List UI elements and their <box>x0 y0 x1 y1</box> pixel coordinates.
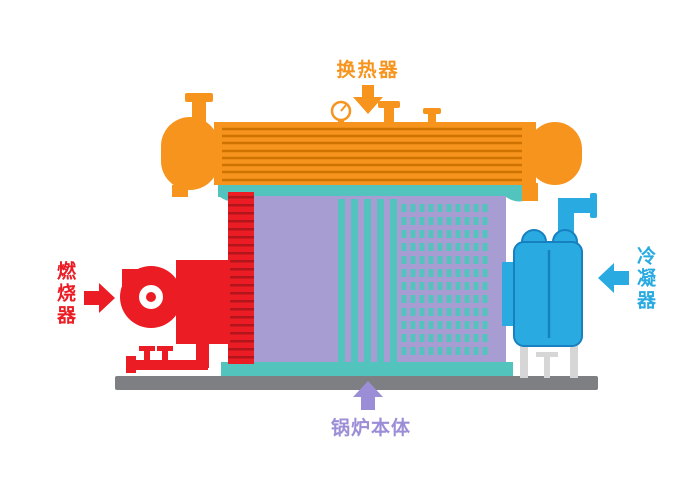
furnace-front-panel <box>228 192 254 364</box>
boiler-saddle <box>221 362 513 377</box>
heat-exchanger-label: 换热器 <box>336 59 400 81</box>
condenser-pipe-flange <box>590 193 597 218</box>
condenser-label: 冷凝器 <box>634 246 656 312</box>
right-end-cap <box>528 122 582 185</box>
fuel-supply-pipe <box>136 360 208 370</box>
top-nozzle2-pipe <box>428 112 436 123</box>
fuel-pipe-flange <box>126 356 136 373</box>
exchanger-tubes <box>222 127 522 182</box>
left-end-cap <box>161 117 219 190</box>
condenser-leg-left <box>520 344 528 378</box>
base-frame <box>115 376 598 390</box>
boiler-wide-tubes <box>338 199 397 364</box>
fuel-valve2-handle <box>157 346 173 351</box>
fuel-valve2-stem <box>162 349 168 362</box>
gauge-needle <box>340 104 347 112</box>
left-riser-flange <box>185 93 213 102</box>
blower-hub-center <box>146 292 156 302</box>
condenser <box>502 193 597 378</box>
condenser-leg-right <box>570 344 578 378</box>
top-nozzle-pipe <box>384 107 394 123</box>
right-down-stub <box>522 183 538 201</box>
boiler-body <box>221 196 513 377</box>
heat-exchanger <box>161 93 582 201</box>
burner-duct <box>176 260 230 344</box>
top-nozzle-flange <box>378 101 400 108</box>
condenser-arrow-icon <box>598 263 629 293</box>
left-down-stub <box>172 185 188 197</box>
top-nozzle2-flange <box>423 108 441 114</box>
condenser-drain-handle <box>536 352 558 357</box>
burner-label: 燃烧器 <box>54 261 76 327</box>
boiler-body-arrow-icon <box>353 381 383 410</box>
heat-exchanger-arrow-icon <box>353 85 383 114</box>
exchanger-shell <box>214 122 536 185</box>
boiler-body-label: 锅炉本体 <box>330 417 412 439</box>
condenser-top-pipe-horizontal <box>558 198 592 213</box>
burner <box>120 260 230 373</box>
condenser-drain-stem <box>544 352 550 378</box>
fuel-valve1-handle <box>139 346 155 351</box>
fuel-valve1-stem <box>144 349 150 362</box>
burner-arrow-icon <box>84 283 115 313</box>
